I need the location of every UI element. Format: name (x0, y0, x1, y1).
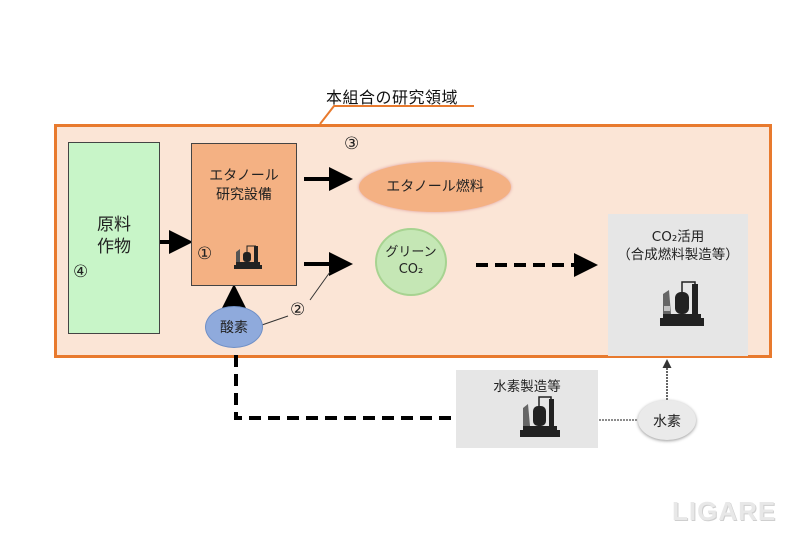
green-co2-line2: CO₂ (398, 262, 424, 277)
oxygen-ellipse (205, 306, 263, 348)
plant-number: ① (197, 244, 213, 264)
leader-2-arrow (309, 271, 331, 301)
green-co2-label: グリーン CO₂ (375, 244, 447, 278)
crop-label: 原料 作物 (68, 214, 160, 258)
hydrogen-production-label: 水素製造等 (493, 379, 561, 395)
watermark-logo: LIGARE (672, 496, 777, 526)
crop-label-line2: 作物 (97, 237, 131, 257)
fuel-number: ③ (344, 134, 360, 154)
plant-label-line1: エタノール (209, 168, 279, 184)
crop-label-line1: 原料 (97, 215, 131, 235)
co2-utilization-line2: （合成燃料製造等） (617, 247, 739, 263)
dashed-h2prod-to-oxygen (234, 348, 470, 420)
green-co2-circle (375, 228, 447, 296)
crop-box (68, 142, 160, 334)
hydrogen-ellipse (638, 400, 696, 440)
co2-utilization-label: CO₂活用 （合成燃料製造等） (608, 228, 748, 264)
oxygen-number: ② (290, 300, 306, 320)
oxygen-label: 酸素 (220, 320, 248, 336)
ethanol-plant-label: エタノール 研究設備 (191, 167, 297, 205)
co2-utilization-box (608, 214, 748, 356)
region-label-callout (319, 105, 474, 125)
crop-number: ④ (73, 262, 89, 282)
ethanol-fuel-label: エタノール燃料 (386, 179, 484, 195)
co2-utilization-line1: CO₂活用 (651, 229, 705, 245)
region-label: 本組合の研究領域 (326, 88, 459, 107)
green-co2-line1: グリーン (385, 245, 437, 260)
plant-label-line2: 研究設備 (216, 187, 272, 203)
hydrogen-label: 水素 (653, 414, 681, 430)
factory-icon (234, 245, 262, 269)
factory-icon (520, 396, 560, 437)
ethanol-fuel-ellipse (359, 162, 511, 212)
factory-icon (660, 281, 704, 326)
leader-2-oxygen (258, 315, 289, 327)
